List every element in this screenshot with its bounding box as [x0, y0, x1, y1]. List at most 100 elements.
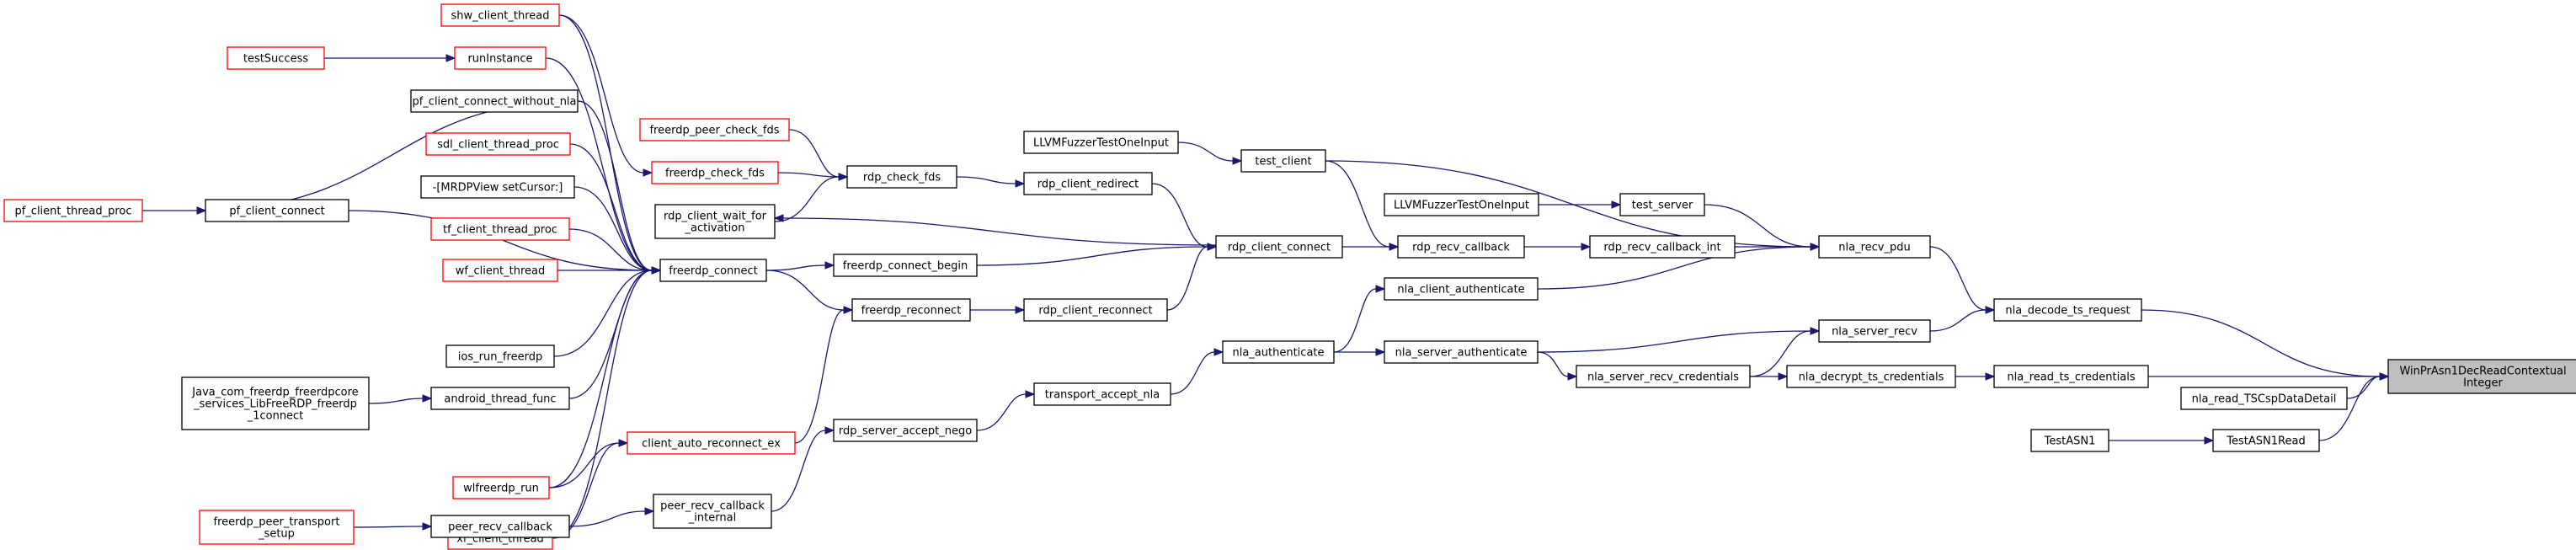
- function-node-runinstance[interactable]: runInstance: [454, 46, 547, 70]
- node-box: [1576, 365, 1751, 388]
- node-label: freerdp_check_fds: [665, 168, 765, 180]
- function-node-nla-decode-ts-request[interactable]: nla_decode_ts_request: [1993, 298, 2142, 322]
- node-box: [1993, 365, 2149, 388]
- call-edge-line: [774, 176, 840, 222]
- function-node-nla-client-authenticate[interactable]: nla_client_authenticate: [1384, 277, 1539, 301]
- function-node-freerdp-connect[interactable]: freerdp_connect: [659, 259, 767, 282]
- node-box: [1397, 235, 1525, 259]
- function-node-client-auto-reconnect-ex[interactable]: client_auto_reconnect_ex: [627, 431, 796, 455]
- function-node-java-connect[interactable]: Java_com_freerdp_freerdpcore_services_Li…: [181, 376, 370, 430]
- node-box: [1589, 235, 1736, 259]
- call-edge-sdl_client_thread_proc-to-freerdp_connect: [569, 143, 662, 275]
- call-edge-testSuccess-to-runInstance: [324, 54, 456, 62]
- node-label: rdp_server_accept_nego: [839, 425, 972, 438]
- call-edge-line: [1170, 351, 1215, 395]
- function-node-test-client[interactable]: test_client: [1240, 149, 1326, 173]
- function-node-llvmfuzzertestoneinput-server[interactable]: LLVMFuzzerTestOneInput: [1384, 193, 1539, 216]
- node-label: _1connect: [247, 410, 304, 423]
- call-edge-line: [558, 14, 644, 174]
- function-node-testasn1read[interactable]: TestASN1Read: [2212, 429, 2320, 452]
- function-node-nla-read-tscspdatadetail[interactable]: nla_read_TSCspDataDetail: [2180, 387, 2348, 410]
- node-box: [2180, 387, 2348, 410]
- function-node-tf-client-thread-proc[interactable]: tf_client_thread_proc: [430, 217, 570, 241]
- function-node-testsuccess[interactable]: testSuccess: [227, 46, 325, 70]
- call-edge-freerdp_peer_check_fds-to-rdp_check_fds: [788, 129, 849, 181]
- call-edge-line: [568, 228, 653, 271]
- node-box: [833, 419, 978, 442]
- function-node-freerdp-reconnect[interactable]: freerdp_reconnect: [851, 298, 971, 322]
- function-node-nla-authenticate[interactable]: nla_authenticate: [1222, 340, 1335, 364]
- call-edge-line: [1537, 330, 1811, 353]
- function-node-freerdp-connect-begin[interactable]: freerdp_connect_begin: [833, 254, 978, 277]
- node-box: [452, 476, 550, 499]
- call-edge-rdp_client_connect-to-rdp_client_wait_for_activation: [773, 214, 1217, 246]
- node-label: tf_client_thread_proc: [443, 224, 557, 237]
- function-node-wf-client-thread[interactable]: wf_client_thread: [442, 259, 558, 282]
- function-node-freerdp-check-fds[interactable]: freerdp_check_fds: [651, 161, 779, 184]
- function-node-peer-recv-callback-internal[interactable]: peer_recv_callback_internal: [653, 494, 772, 529]
- function-node-rdp-server-accept-nego[interactable]: rdp_server_accept_nego: [833, 419, 978, 442]
- function-node-freerdp-peer-check-fds[interactable]: freerdp_peer_check_fds: [639, 118, 790, 142]
- call-edge-rdp_client_redirect-to-rdp_client_connect: [1151, 183, 1218, 251]
- function-node-nla-decrypt-ts-credentials[interactable]: nla_decrypt_ts_credentials: [1786, 365, 1956, 388]
- call-arrowhead: [1025, 390, 1036, 398]
- node-box: [1222, 340, 1335, 364]
- node-box: [846, 165, 957, 189]
- node-label: client_auto_reconnect_ex: [642, 438, 781, 451]
- call-edge-line: [1325, 160, 1390, 248]
- node-box: [1818, 235, 1931, 259]
- call-edge-line: [573, 186, 653, 271]
- node-box: [181, 376, 370, 430]
- node-box: [639, 118, 790, 142]
- call-arrowhead: [1810, 327, 1821, 335]
- function-node-transport-accept-nla[interactable]: transport_accept_nla: [1033, 382, 1171, 406]
- function-node-sdl-client-thread-proc[interactable]: sdl_client_thread_proc: [425, 132, 571, 156]
- call-edge-line: [794, 309, 845, 444]
- call-edge-line: [548, 442, 620, 489]
- node-box: [1384, 193, 1539, 216]
- node-label: nla_decrypt_ts_credentials: [1799, 371, 1944, 384]
- function-node-testasn1[interactable]: TestASN1: [2030, 429, 2109, 452]
- node-label: android_thread_func: [444, 393, 556, 406]
- node-label: pf_client_connect: [229, 206, 324, 218]
- function-node-mrdpview-setcursor[interactable]: -[MRDPView setCursor:]: [420, 175, 575, 199]
- function-node-nla-recv-pdu[interactable]: nla_recv_pdu: [1818, 235, 1931, 259]
- function-node-rdp-client-connect[interactable]: rdp_client_connect: [1215, 235, 1343, 259]
- node-label: test_server: [1632, 200, 1693, 212]
- function-node-nla-server-recv[interactable]: nla_server_recv: [1818, 319, 1931, 343]
- function-node-ios-run-freerdp[interactable]: ios_run_freerdp: [445, 344, 555, 368]
- call-arrowhead: [1213, 348, 1224, 356]
- node-label: TestASN1: [2044, 435, 2096, 448]
- node-box: [654, 204, 776, 239]
- function-node-rdp-client-reconnect[interactable]: rdp_client_reconnect: [1023, 298, 1168, 322]
- function-node-wlfreerdp-run[interactable]: wlfreerdp_run: [452, 476, 550, 499]
- node-box: [410, 89, 579, 113]
- function-node-freerdp-peer-transport-setup[interactable]: freerdp_peer_transport_setup: [199, 510, 355, 545]
- call-arrowhead: [643, 168, 653, 177]
- function-node-rdp-client-redirect[interactable]: rdp_client_redirect: [1023, 172, 1153, 195]
- function-node-test-server[interactable]: test_server: [1619, 193, 1705, 216]
- node-label: wf_client_thread: [456, 265, 546, 278]
- function-node-shw-client-thread[interactable]: shw_client_thread: [440, 3, 560, 27]
- function-node-pf-client-connect-without-nla[interactable]: pf_client_connect_without_nla: [410, 89, 579, 113]
- call-edge-line: [956, 176, 1016, 184]
- call-edge-rdp_server_accept_nego-to-transport_accept_nla: [976, 390, 1036, 431]
- node-label: pf_client_thread_proc: [14, 206, 131, 218]
- function-node-rdp-client-wait-for-activation[interactable]: rdp_client_wait_for_activation: [654, 204, 776, 239]
- function-node-llvmfuzzertestoneinput-client[interactable]: LLVMFuzzerTestOneInput: [1023, 131, 1179, 154]
- function-node-nla-read-ts-credentials[interactable]: nla_read_ts_credentials: [1993, 365, 2149, 388]
- node-label: -[MRDPView setCursor:]: [433, 182, 563, 195]
- function-node-peer-recv-callback[interactable]: peer_recv_callback: [430, 515, 570, 538]
- function-node-rdp-recv-callback[interactable]: rdp_recv_callback: [1397, 235, 1525, 259]
- function-node-rdp-check-fds[interactable]: rdp_check_fds: [846, 165, 957, 189]
- function-node-rdp-recv-callback-int[interactable]: rdp_recv_callback_int: [1589, 235, 1736, 259]
- function-node-nla-server-authenticate[interactable]: nla_server_authenticate: [1384, 340, 1539, 364]
- function-node-android-thread-func[interactable]: android_thread_func: [430, 387, 570, 410]
- call-edge-MRDPView_setCursor-to-freerdp_connect: [573, 186, 662, 275]
- node-box: [445, 344, 555, 368]
- call-arrowhead: [618, 439, 629, 447]
- function-node-pf-client-thread-proc[interactable]: pf_client_thread_proc: [3, 199, 143, 222]
- function-node-nla-server-recv-credentials[interactable]: nla_server_recv_credentials: [1576, 365, 1751, 388]
- function-node-pf-client-connect[interactable]: pf_client_connect: [205, 199, 349, 222]
